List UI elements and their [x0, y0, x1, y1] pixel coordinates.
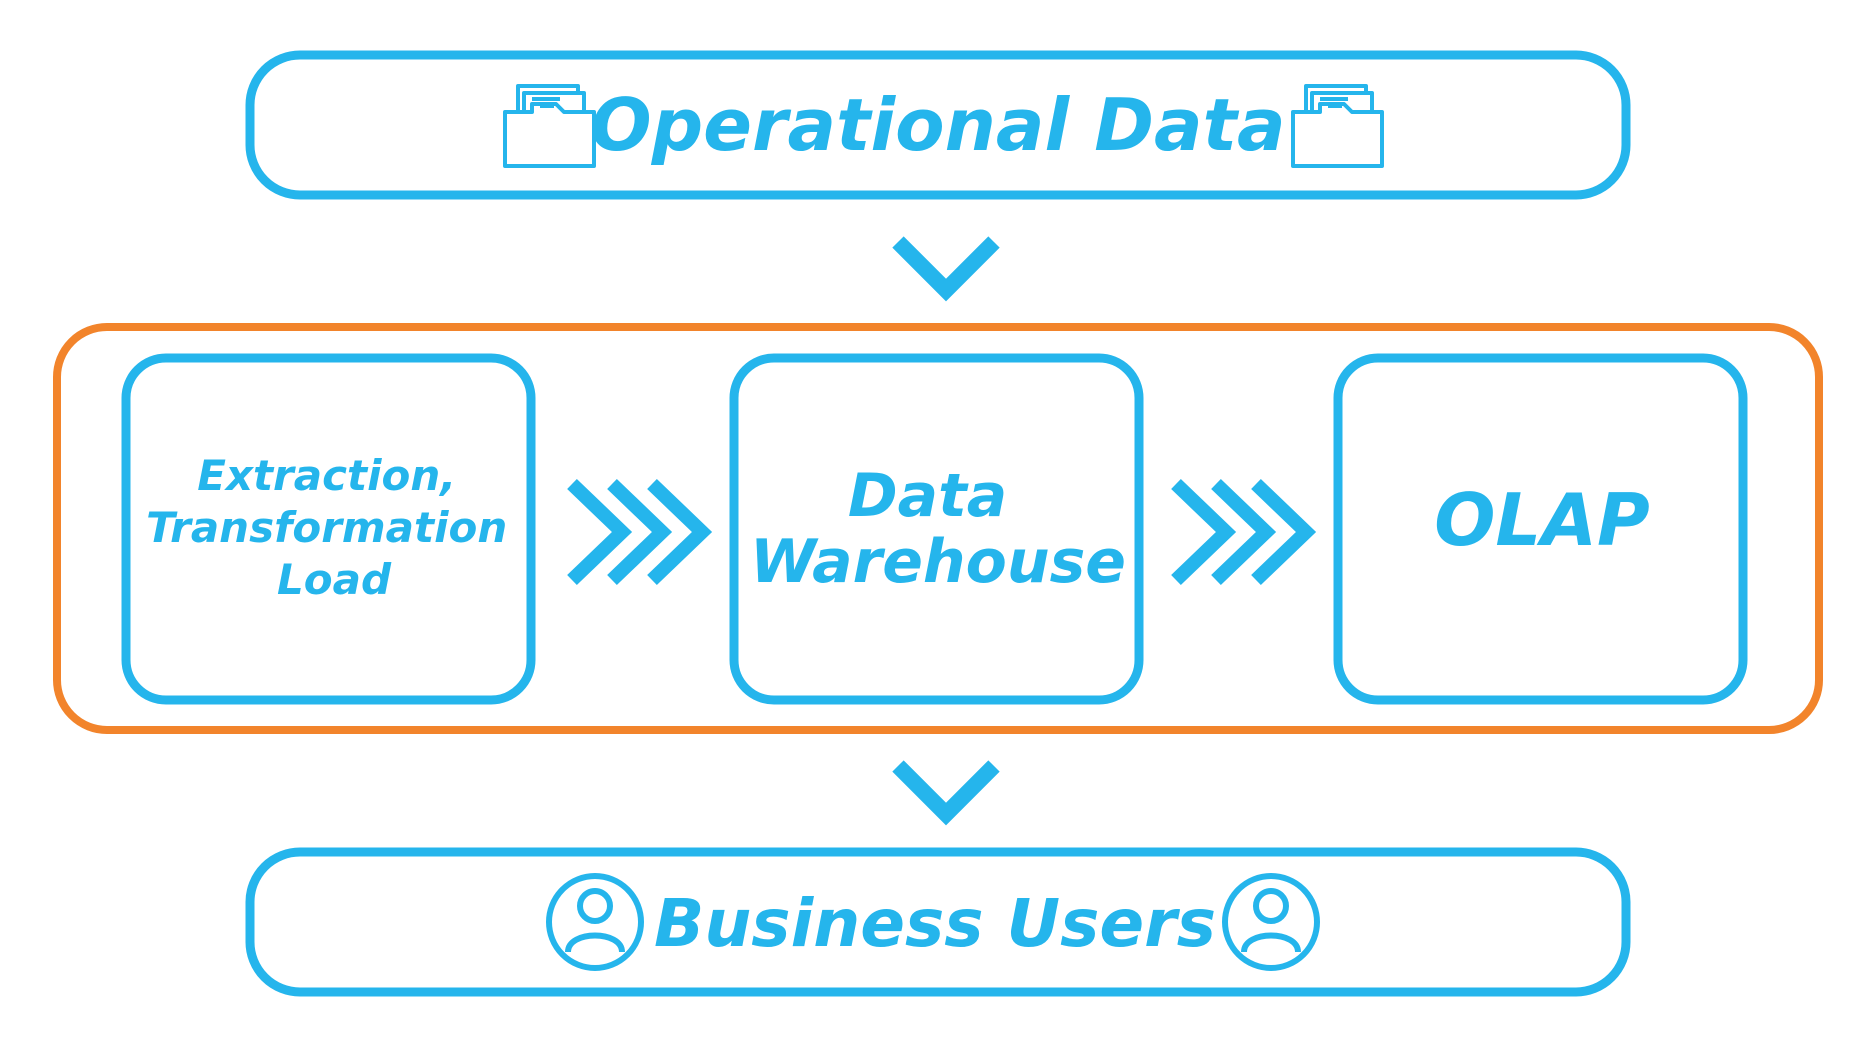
data-warehouse-label: Data Warehouse [750, 461, 1126, 597]
olap-box: OLAP [1333, 353, 1748, 705]
user-icon [1222, 873, 1320, 971]
etl-label: Extraction, Transformation Load [146, 451, 522, 604]
business-users-frame [245, 847, 1631, 997]
etl-box: Extraction, Transformation Load [121, 353, 536, 705]
business-users-title: Business Users [654, 885, 1216, 962]
operational-data-box: Operational Data [245, 50, 1631, 200]
pipeline-container [53, 323, 1823, 734]
olap-label: OLAP [1434, 478, 1650, 562]
chevron-right-icon [1171, 478, 1317, 586]
etl-frame [121, 353, 536, 705]
etl-label-line-3: Load [277, 555, 392, 604]
business-users-box: Business Users [245, 847, 1631, 997]
operational-data-frame [245, 50, 1631, 200]
data-warehouse-frame [729, 353, 1144, 705]
folder-icon [503, 84, 596, 168]
folder-icon [1291, 84, 1384, 168]
user-icon [546, 873, 644, 971]
olap-frame [1333, 353, 1748, 705]
etl-label-line-2: Transformation [146, 503, 507, 552]
operational-data-title: Operational Data [590, 83, 1285, 167]
data-warehouse-label-line-2: Warehouse [750, 527, 1126, 597]
data-warehouse-label-line-1: Data [848, 461, 1007, 531]
chevron-down-icon [892, 760, 1000, 826]
chevron-down-icon [892, 236, 1000, 302]
data-warehouse-box: Data Warehouse [729, 353, 1144, 705]
chevron-right-icon [567, 478, 713, 586]
etl-label-line-1: Extraction, [197, 451, 456, 500]
